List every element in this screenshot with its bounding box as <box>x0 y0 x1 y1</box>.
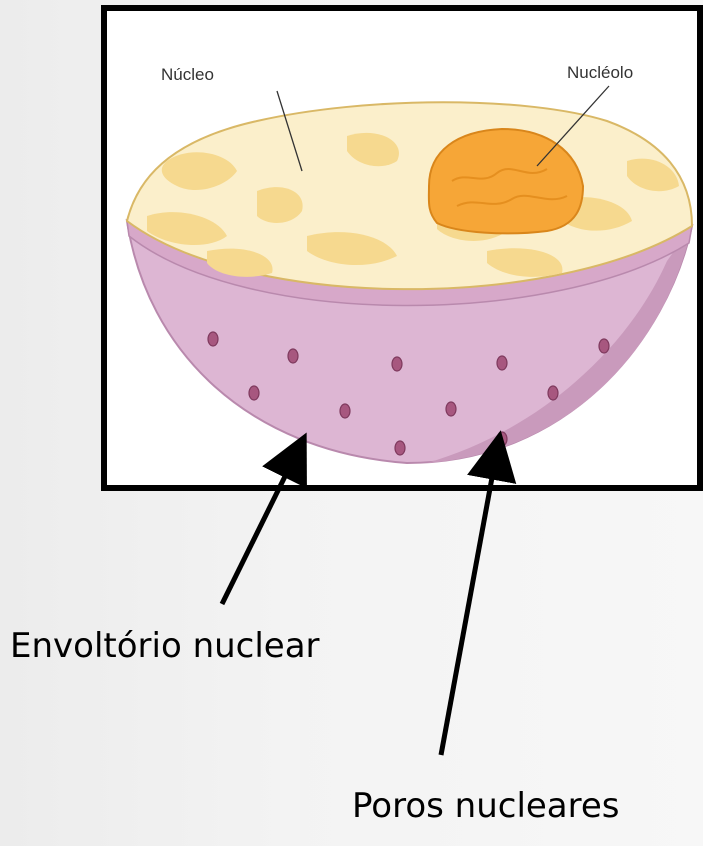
nuclear-pores-caption: Poros nucleares <box>352 786 620 826</box>
envelope-arrow <box>222 446 300 604</box>
pore-arrow <box>441 445 498 755</box>
nuclear-envelope-caption: Envoltório nuclear <box>10 626 320 666</box>
